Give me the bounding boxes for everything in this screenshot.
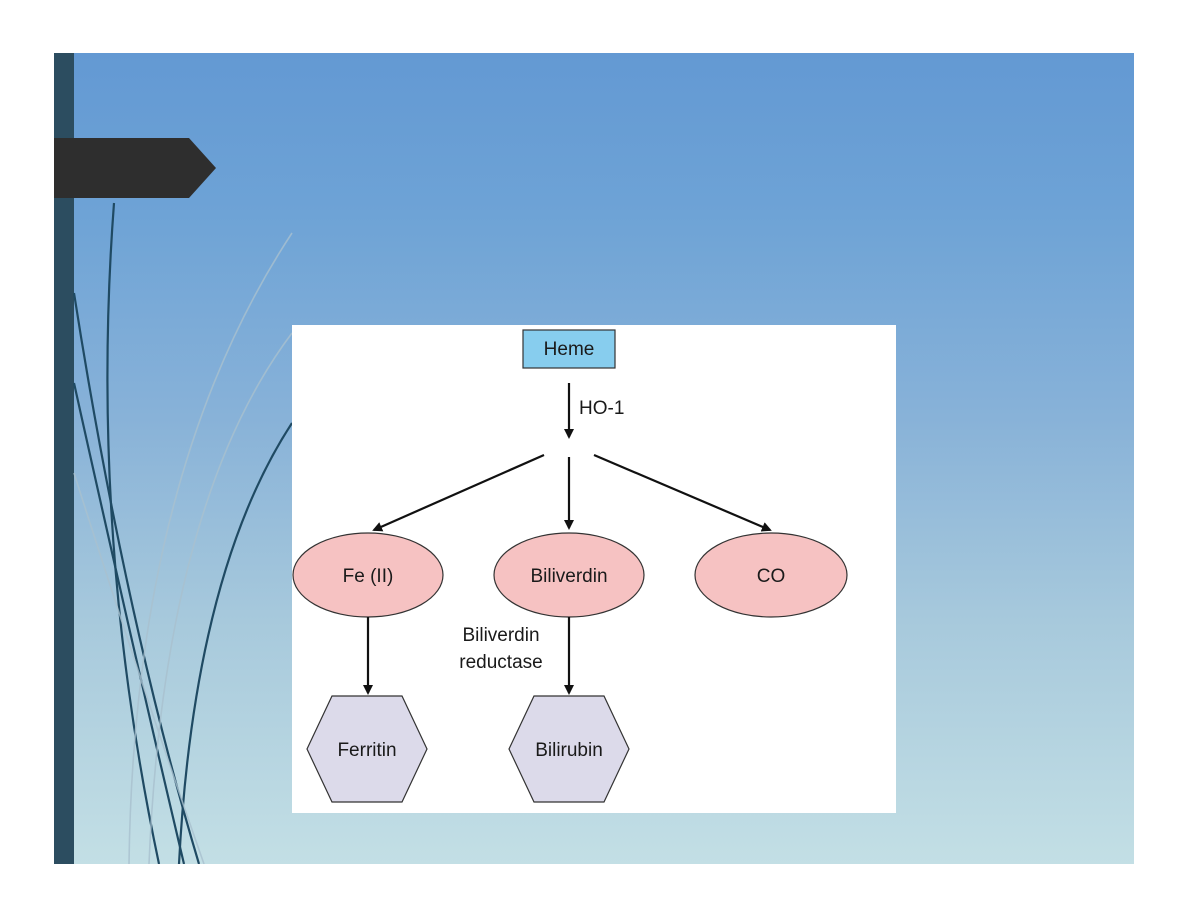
node-biliverdin: Biliverdin [493,532,645,618]
left-accent-bar [54,53,74,864]
heme-pathway-diagram: Heme HO-1 Fe (II) Biliverdin [292,325,896,813]
decorative-swooshes [72,202,293,864]
node-bilirubin: Bilirubin [508,695,630,803]
node-fe-label: Fe (II) [343,566,394,587]
arrow-to-co [593,453,772,532]
label-ho1: HO-1 [579,398,624,419]
node-co-label: CO [757,566,786,587]
label-reductase-line1: Biliverdin [462,625,539,646]
node-bilirubin-label: Bilirubin [535,740,603,761]
arrow-to-fe [372,453,545,532]
title-tab [54,138,216,198]
node-heme: Heme [522,329,616,369]
swoosh-line-faint [73,472,205,864]
swoosh-line [177,422,293,864]
swoosh-line [72,382,186,864]
label-reductase-line2: reductase [459,652,542,673]
swoosh-line [72,292,201,864]
swoosh-line-faint [148,332,293,864]
node-heme-label: Heme [544,339,595,360]
node-co: CO [694,532,848,618]
node-ferritin-label: Ferritin [337,740,396,761]
swoosh-line [106,202,161,864]
node-biliverdin-label: Biliverdin [530,566,607,587]
slide: Heme HO-1 Fe (II) Biliverdin [54,53,1134,864]
node-fe: Fe (II) [292,532,444,618]
swoosh-line-faint [128,232,293,864]
node-ferritin: Ferritin [306,695,428,803]
